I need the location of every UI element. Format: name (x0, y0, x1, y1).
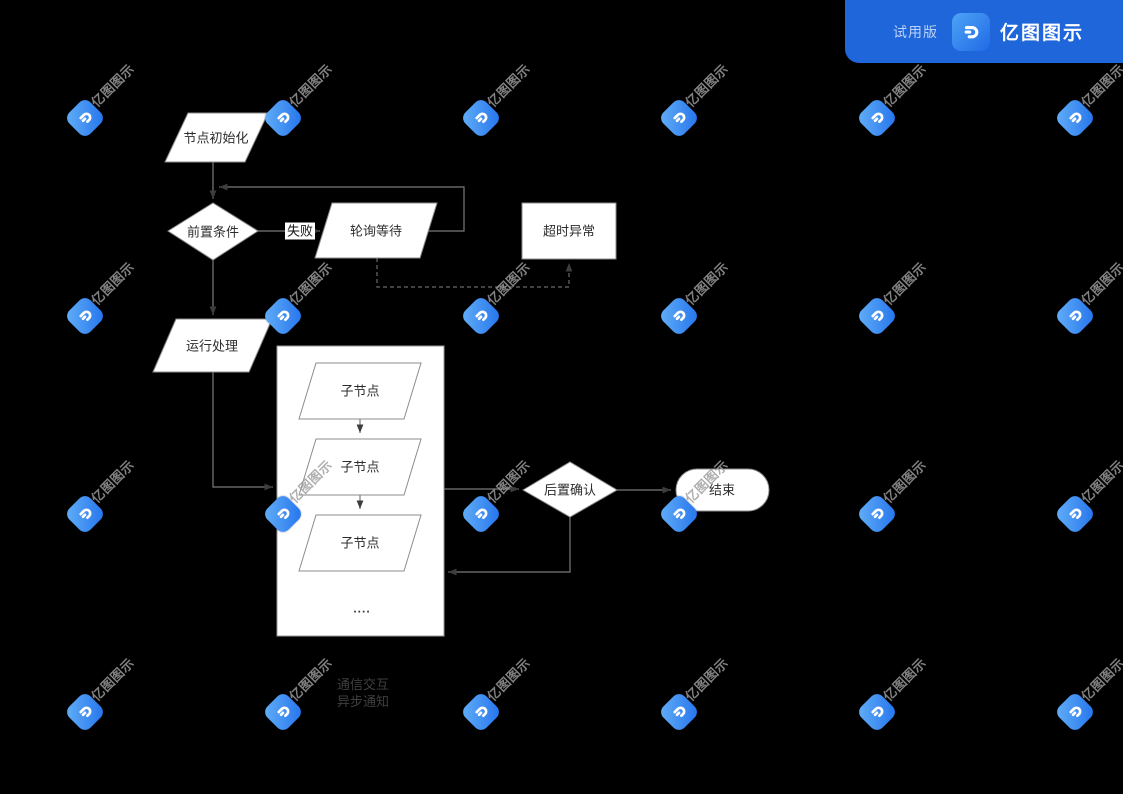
node-child2-shape[interactable] (298, 438, 422, 496)
node-timeout-shape[interactable] (521, 202, 617, 260)
edraw-logo-icon (952, 12, 990, 51)
node-precondition-shape[interactable] (167, 202, 259, 261)
connector-postcheck-loopback (448, 517, 571, 576)
node-start-shape[interactable] (164, 112, 269, 163)
connector-run-to-container (212, 372, 273, 491)
node-run-shape[interactable] (152, 318, 273, 373)
trial-badge: 试用版 亿图图示 (845, 0, 1123, 63)
nodes (152, 112, 770, 572)
node-polling-shape[interactable] (314, 202, 438, 259)
connector-polling-to-timeout-dashed (376, 258, 573, 288)
node-child1-shape[interactable] (298, 362, 422, 420)
node-postcheck-shape[interactable] (522, 461, 618, 518)
brand-name: 亿图图示 (1000, 23, 1085, 44)
connector-polling-loopback (219, 183, 465, 232)
node-child3-shape[interactable] (298, 514, 422, 572)
trial-label: 试用版 (893, 23, 938, 40)
node-end-shape[interactable] (675, 468, 770, 512)
connectors (209, 162, 671, 576)
